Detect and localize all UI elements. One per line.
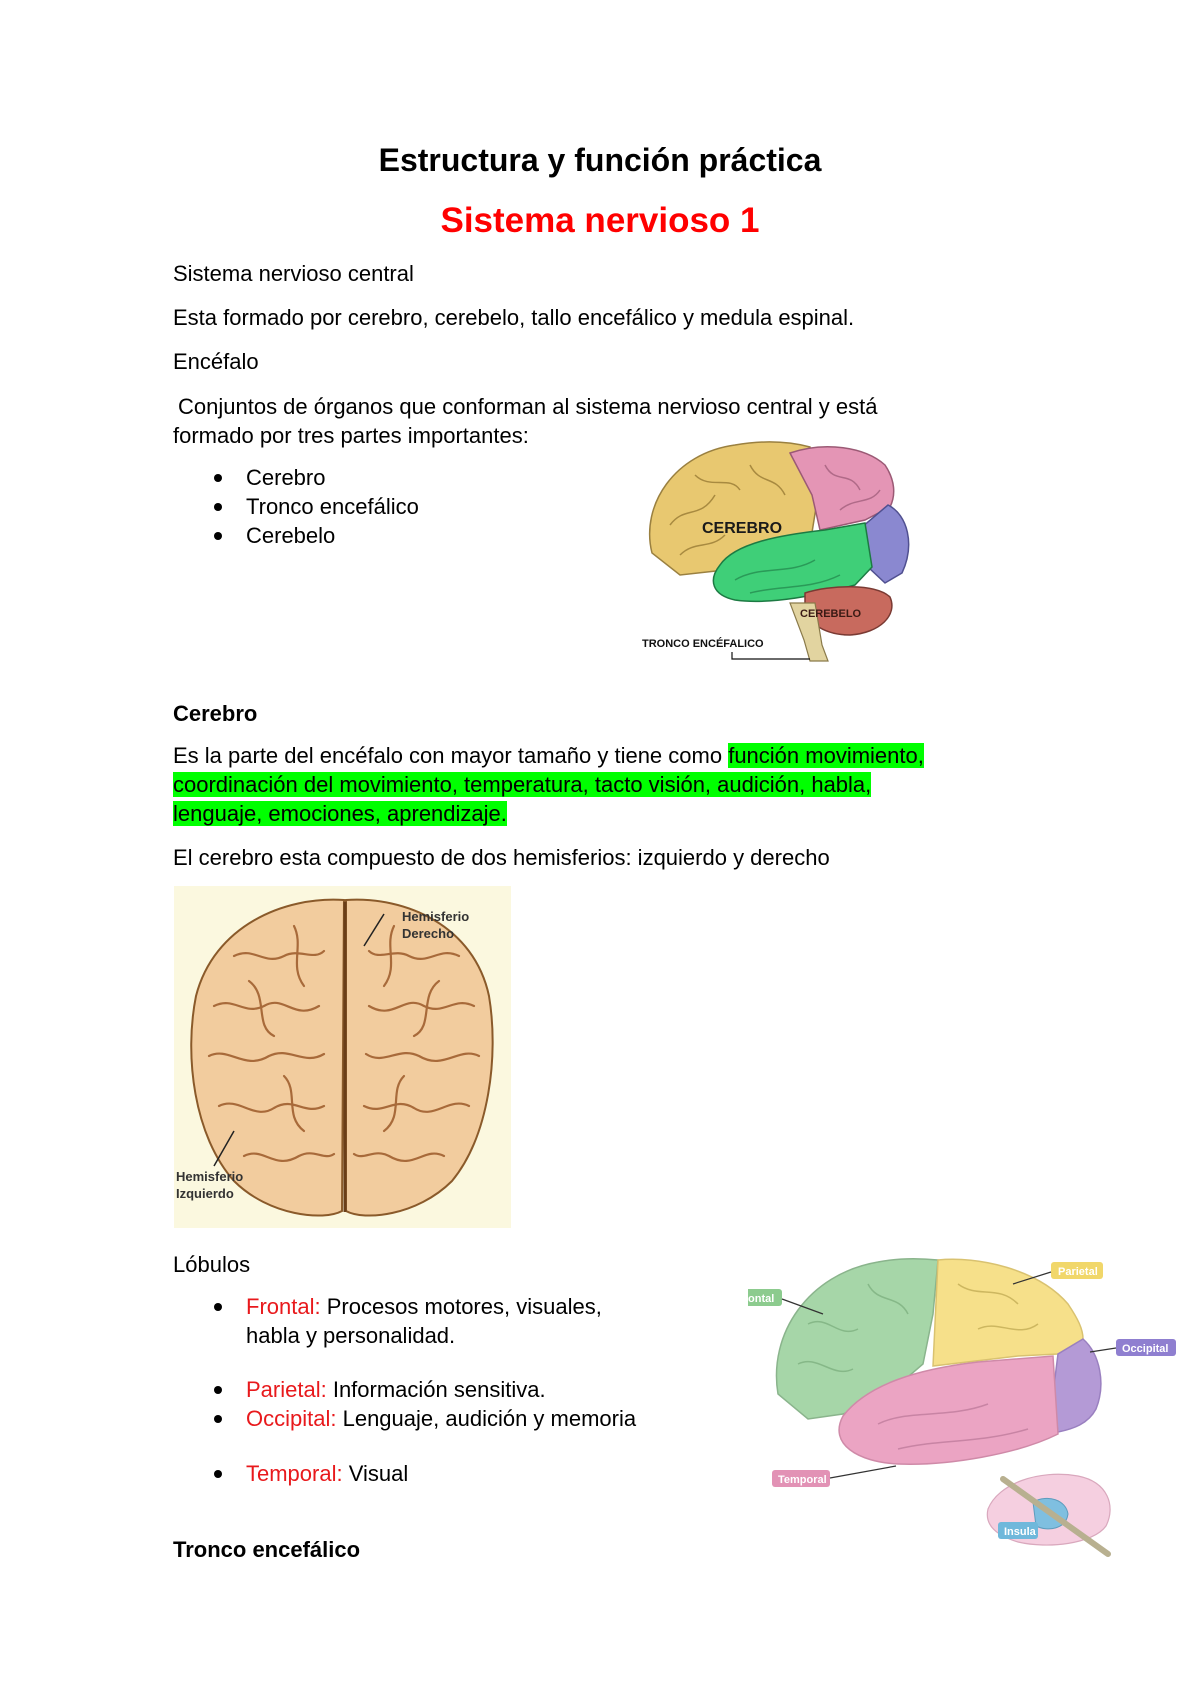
figure-label-temporal: Temporal [778, 1474, 827, 1486]
figure-label-frontal: Frontal [748, 1293, 774, 1305]
figure-label-hemisferio-derecho-1: Hemisferio [402, 909, 469, 924]
list-item: Cerebelo [210, 521, 419, 550]
snc-paragraph: Esta formado por cerebro, cerebelo, tall… [173, 305, 855, 330]
list-item-temporal: Temporal: Visual [210, 1459, 636, 1488]
figure-label-hemisferio-izquierdo-2: Izquierdo [176, 1186, 234, 1201]
encefalo-parts-list: Cerebro Tronco encefálico Cerebelo [210, 463, 419, 550]
tronco-heading: Tronco encefálico [173, 1537, 361, 1562]
snc-heading: Sistema nervioso central [173, 261, 414, 286]
figure-label-hemisferio-izquierdo-1: Hemisferio [176, 1169, 243, 1184]
list-item: Cerebro [210, 463, 419, 492]
list-item: Tronco encefálico [210, 492, 419, 521]
lobe-name: Frontal: [246, 1294, 321, 1319]
cerebro-text-highlight: coordinación del movimiento, temperatura… [173, 772, 872, 797]
lobulos-heading: Lóbulos [173, 1252, 251, 1277]
encefalo-paragraph-line1: Conjuntos de órganos que conforman al si… [178, 394, 878, 419]
lobe-desc: Visual [342, 1461, 409, 1486]
lobe-desc: Información sensitiva. [326, 1377, 546, 1402]
figure-label-occipital: Occipital [1122, 1343, 1168, 1355]
encefalo-paragraph-line2: formado por tres partes importantes: [173, 423, 529, 448]
encefalo-heading: Encéfalo [173, 349, 259, 374]
document-title: Estructura y función práctica [378, 142, 822, 178]
list-item-frontal: Frontal: Procesos motores, visuales, habl… [210, 1292, 636, 1350]
lobulos-list: Frontal: Procesos motores, visuales, habl… [210, 1292, 636, 1488]
figure-label-tronco: TRONCO ENCÉFALICO [642, 637, 764, 650]
figure-label-cerebro: CEREBRO [702, 520, 782, 537]
list-item-occipital: Occipital: Lenguaje, audición y memoria [210, 1404, 636, 1433]
lobe-name: Temporal: [246, 1461, 343, 1486]
figure-label-parietal: Parietal [1058, 1266, 1098, 1278]
cerebro-text-highlight: función movimiento, [728, 743, 924, 768]
brain-hemispheres-figure: Hemisferio Derecho Hemisferio Izquierdo [174, 886, 511, 1228]
hemisferios-paragraph: El cerebro esta compuesto de dos hemisfe… [173, 845, 830, 870]
list-item-parietal: Parietal: Información sensitiva. [210, 1375, 636, 1404]
lobe-desc: Procesos motores, visuales, [320, 1294, 602, 1319]
cerebro-paragraph-line1: Es la parte del encéfalo con mayor tamañ… [173, 741, 924, 770]
brain-lobes-figure: Frontal Parietal Occipital Temporal Insu… [748, 1257, 1176, 1557]
lobe-name: Occipital: [246, 1406, 337, 1431]
cerebro-paragraph-line3: lenguaje, emociones, aprendizaje. [173, 799, 507, 828]
cerebro-heading: Cerebro [173, 701, 258, 726]
figure-label-hemisferio-derecho-2: Derecho [402, 926, 454, 941]
figure-label-insula: Insula [1004, 1526, 1037, 1538]
lobe-name: Parietal: [246, 1377, 327, 1402]
document-subtitle: Sistema nervioso 1 [440, 201, 760, 240]
cerebro-text-plain: Es la parte del encéfalo con mayor tamañ… [173, 743, 729, 768]
brain-lateral-figure: CEREBRO CEREBELO TRONCO ENCÉFALICO [642, 441, 910, 662]
lobe-desc: habla y personalidad. [246, 1323, 456, 1348]
lobe-desc: Lenguaje, audición y memoria [336, 1406, 637, 1431]
cerebro-text-highlight: lenguaje, emociones, aprendizaje. [173, 801, 507, 826]
cerebro-paragraph-line2: coordinación del movimiento, temperatura… [173, 770, 872, 799]
figure-label-cerebelo: CEREBELO [800, 608, 862, 620]
